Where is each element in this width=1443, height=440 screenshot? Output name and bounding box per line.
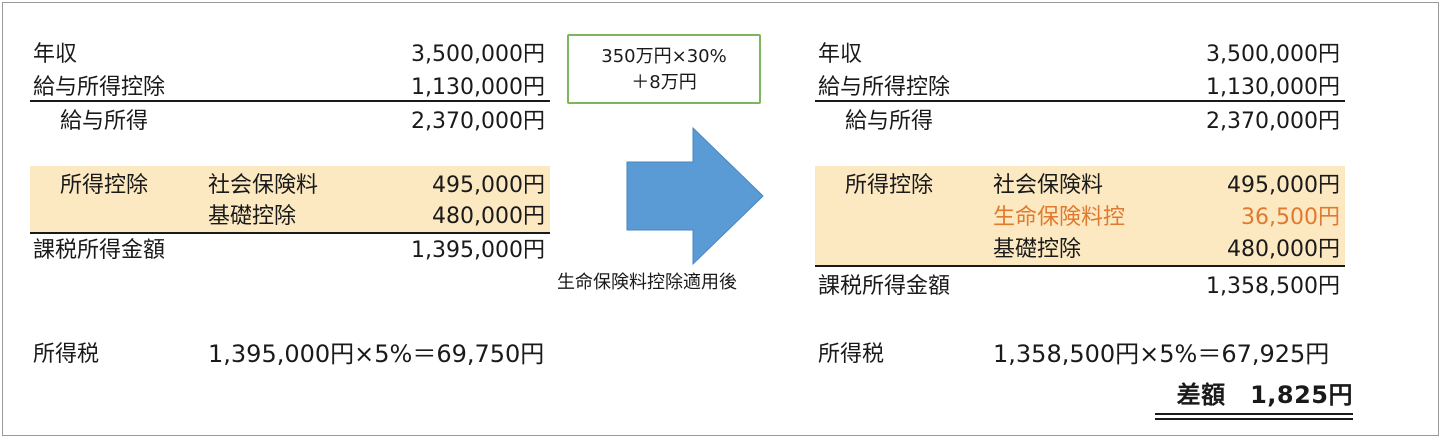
after-tax-formula: 1,358,500円×5%＝67,925円 [993,340,1330,368]
before-deduction-value: 495,000円 [432,173,545,198]
before-deduction-value: 480,000円 [432,204,545,229]
formula-callout: 350万円×30% ＋8万円 [567,34,761,104]
after-taxable-label: 課税所得金額 [818,274,951,299]
before-income-label: 年収 [33,42,78,67]
after-deduction-name: 基礎控除 [993,237,1082,262]
after-taxable-value: 1,358,500円 [1206,274,1340,299]
before-tax-formula: 1,395,000円×5%＝69,750円 [208,340,545,368]
callout-line-2: ＋8万円 [631,72,697,93]
before-taxable-value: 1,395,000円 [411,238,545,263]
before-tax-label: 所得税 [33,342,100,367]
after-salary-deduction-value: 1,130,000円 [1206,75,1340,100]
after-deduction-value-highlight: 36,500円 [1241,205,1340,230]
before-deduction-name: 社会保険料 [208,173,319,198]
before-taxable-label: 課税所得金額 [33,238,166,263]
after-deduction-name-highlight: 生命保険料控 [993,205,1126,230]
before-salary-income-label: 給与所得 [60,109,149,134]
before-deductions-band [30,166,550,232]
after-deduction-value: 480,000円 [1227,237,1340,262]
after-subtotal-rule [815,100,1345,102]
before-salary-deduction-label: 給与所得控除 [33,75,166,100]
after-income-value: 3,500,000円 [1206,42,1340,67]
after-deductions-rule [815,265,1345,267]
after-deduction-name: 社会保険料 [993,173,1104,198]
arrow-caption: 生命保険料控除適用後 [557,272,737,293]
before-salary-income-value: 2,370,000円 [411,109,545,134]
before-subtotal-rule [30,100,550,102]
before-deductions-label: 所得控除 [60,173,149,198]
before-deductions-rule [30,232,550,234]
after-deductions-label: 所得控除 [845,173,934,198]
difference-total: 差額 1,825円 [1176,381,1353,409]
before-income-value: 3,500,000円 [411,42,545,67]
difference-double-rule-bottom [1155,418,1353,420]
after-tax-label: 所得税 [818,342,885,367]
after-salary-income-label: 給与所得 [845,109,934,134]
right-arrow-icon [626,126,764,266]
difference-double-rule-top [1155,413,1353,415]
before-deduction-name: 基礎控除 [208,204,297,229]
before-salary-deduction-value: 1,130,000円 [411,75,545,100]
after-salary-income-value: 2,370,000円 [1206,109,1340,134]
after-salary-deduction-label: 給与所得控除 [818,75,951,100]
callout-line-1: 350万円×30% [601,46,727,67]
after-deductions-band [815,166,1345,265]
after-deduction-value: 495,000円 [1227,173,1340,198]
after-income-label: 年収 [818,42,863,67]
